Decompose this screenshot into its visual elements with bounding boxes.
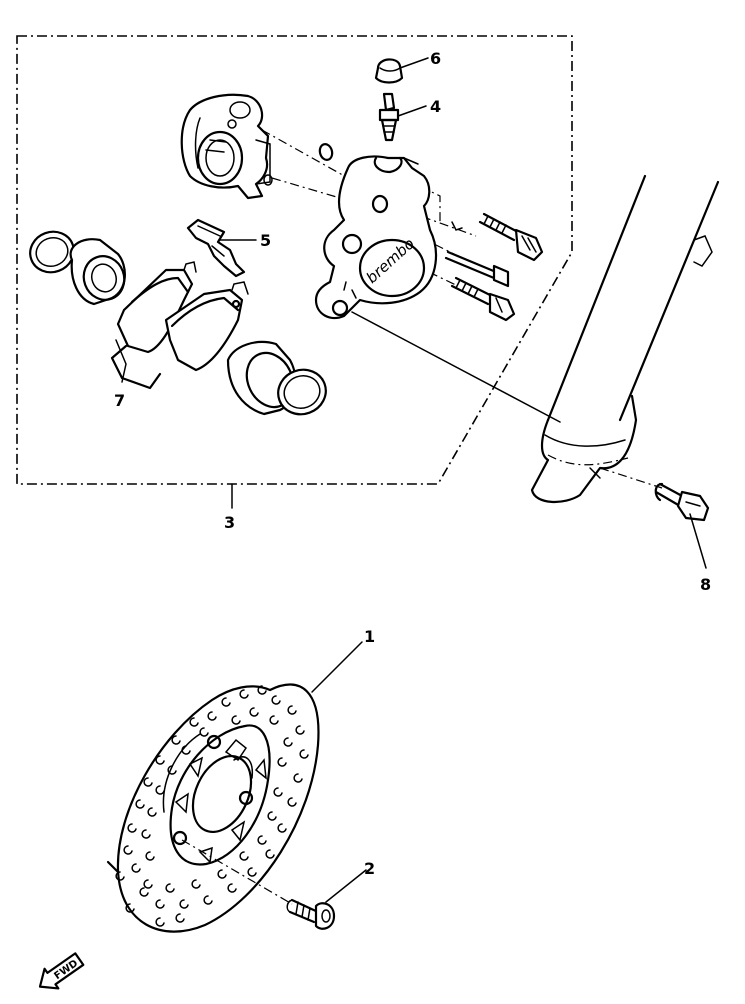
brake-pad-front: [116, 261, 197, 354]
callout-4: 4: [430, 97, 441, 116]
leader-6: [399, 57, 429, 69]
callout-3: 3: [224, 513, 235, 532]
fork-leg: [530, 174, 720, 503]
callout-8: 8: [700, 575, 711, 594]
caliper-bolt-upper: [478, 212, 544, 262]
disc-drill-holes: [115, 685, 309, 927]
o-ring-small: [318, 143, 334, 161]
caliper-to-fork-axis: [351, 311, 561, 423]
leader-1: [311, 641, 363, 693]
disc-bolt: [286, 898, 336, 930]
brake-pad-rear: [164, 281, 249, 372]
caliper-body: brembo: [314, 155, 437, 320]
callout-7: 7: [114, 391, 125, 410]
piston-seal-right: [277, 368, 327, 416]
caliper-bolt-lower: [450, 276, 516, 322]
forward-direction-arrow: FWD: [38, 952, 85, 990]
piston-left: [69, 238, 126, 306]
callout-5: 5: [260, 231, 271, 250]
pad-spring: [186, 218, 246, 278]
pad-pin: [444, 250, 510, 288]
fork-mount-bolt: [599, 467, 710, 522]
bleed-cap: [374, 58, 404, 84]
brake-disc: [106, 683, 320, 933]
bleed-screw: [378, 92, 400, 142]
leader-4: [397, 105, 427, 117]
pad-shim: [110, 344, 162, 390]
callout-1: 1: [364, 627, 375, 646]
leader-7: [115, 339, 127, 383]
callout-6: 6: [430, 49, 441, 68]
caliper-housing-half: [180, 93, 273, 200]
callout-2: 2: [364, 859, 375, 878]
leader-2: [325, 869, 367, 903]
piston-seal-left: [29, 230, 75, 274]
caliper-assembly-boundary: [16, 35, 573, 485]
leader-8: [689, 513, 707, 569]
